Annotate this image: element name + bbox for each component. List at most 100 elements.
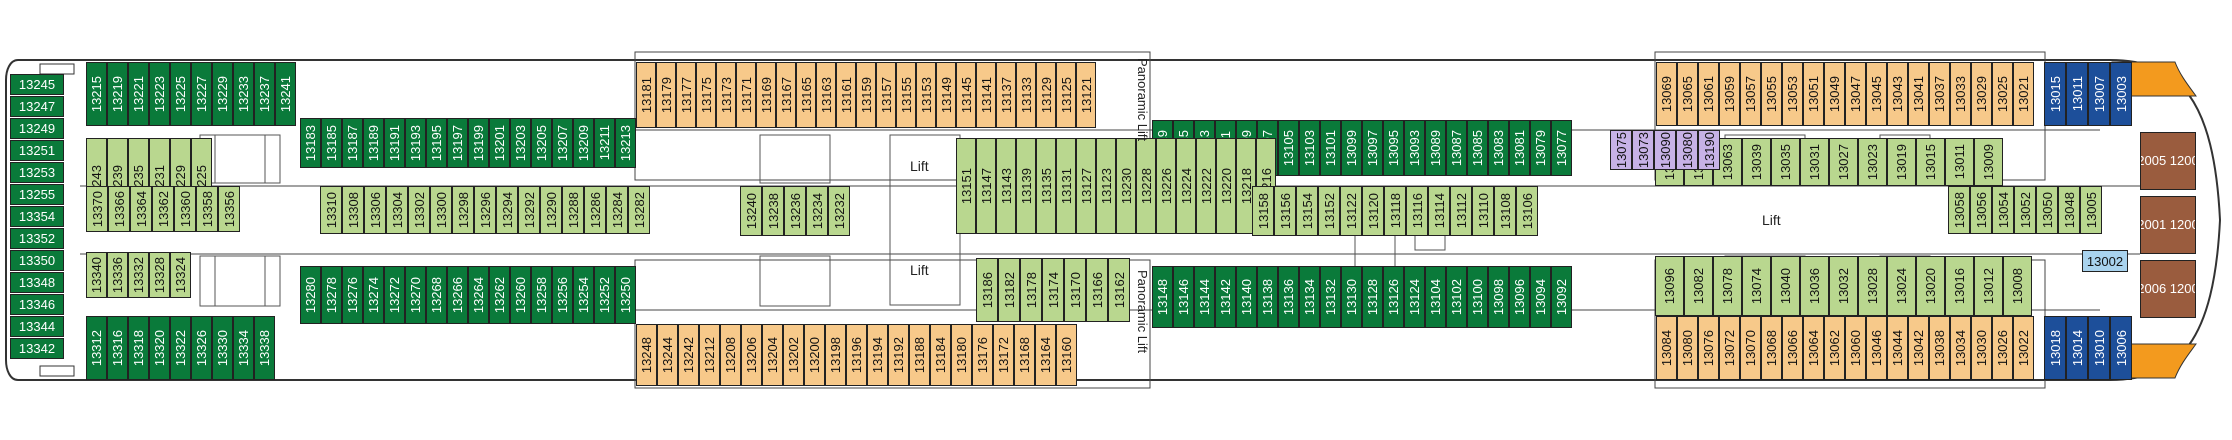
cabin-bot-orange-mid[interactable]: 13204 — [762, 324, 783, 386]
cabin-left-end-inner[interactable]: 13328 — [149, 252, 170, 298]
cabin-bot-blue-right[interactable]: 13006 — [2110, 316, 2132, 380]
cabin-top-green-mid[interactable]: 13083 — [1488, 120, 1509, 176]
cabin-top-orange-right[interactable]: 13033 — [1950, 62, 1971, 126]
cabin-mid-bottom-lg[interactable]: 13170 — [1064, 258, 1086, 322]
cabin-bot-green-mid[interactable]: 13134 — [1299, 266, 1320, 328]
cabin-left-end[interactable]: 13342 — [10, 338, 64, 359]
cabin-bot-orange-right[interactable]: 13042 — [1908, 316, 1929, 380]
cabin-mid-lightgreen-e[interactable]: 13151 — [956, 138, 976, 234]
cabin-bot-orange-mid[interactable]: 13188 — [909, 324, 930, 386]
cabin-bot-inner-left[interactable]: 13254 — [573, 266, 594, 324]
cabin-special[interactable]: 13075 — [1610, 130, 1632, 170]
cabin-left-end[interactable]: 13253 — [10, 162, 64, 183]
cabin-bot-orange-mid[interactable]: 13208 — [720, 324, 741, 386]
cabin-right-lightblue-mid[interactable]: 13002 — [2082, 250, 2128, 272]
cabin-mid-lightgreen-d[interactable]: 13238 — [762, 186, 784, 236]
cabin-bot-orange-mid[interactable]: 13180 — [951, 324, 972, 386]
cabin-bot-orange-mid[interactable]: 13242 — [678, 324, 699, 386]
cabin-top-inner-left[interactable]: 13209 — [573, 118, 594, 168]
cabin-bot-lightgreen-right[interactable]: 13008 — [2003, 256, 2032, 316]
cabin-right-brown[interactable]: 12001 12004 — [2140, 196, 2196, 254]
cabin-mid-lightgreen-left-b[interactable]: 13362 — [152, 186, 174, 232]
cabin-mid-lightgreen-d[interactable]: 13236 — [784, 186, 806, 236]
cabin-mid-lightgreen-c[interactable]: 13286 — [584, 186, 606, 234]
cabin-right-brown[interactable]: 12006 12008 — [2140, 260, 2196, 318]
cabin-bot-outer-left[interactable]: 13322 — [170, 316, 191, 380]
cabin-top-orange-right[interactable]: 13041 — [1908, 62, 1929, 126]
cabin-top-inner-left[interactable]: 13183 — [300, 118, 321, 168]
cabin-top-outer-left[interactable]: 13225 — [170, 62, 191, 126]
cabin-right-brown[interactable]: 12005 12003 — [2140, 132, 2196, 190]
cabin-bot-inner-left[interactable]: 13280 — [300, 266, 321, 324]
cabin-bot-orange-right[interactable]: 13066 — [1782, 316, 1803, 380]
cabin-mid-lightgreen-e[interactable]: 13123 — [1096, 138, 1116, 234]
cabin-mid-lightgreen-c[interactable]: 13284 — [606, 186, 628, 234]
cabin-top-green-mid[interactable]: 13099 — [1341, 120, 1362, 176]
cabin-top-orange-mid[interactable]: 13161 — [836, 62, 856, 128]
cabin-bot-inner-left[interactable]: 13260 — [510, 266, 531, 324]
cabin-bot-lightgreen-right[interactable]: 13016 — [1945, 256, 1974, 316]
cabin-top-outer-left[interactable]: 13229 — [212, 62, 233, 126]
cabin-bot-orange-mid[interactable]: 13176 — [972, 324, 993, 386]
cabin-mid-lightgreen-h[interactable]: 13048 — [2058, 186, 2080, 234]
cabin-mid-lightgreen-e[interactable]: 13226 — [1156, 138, 1176, 234]
cabin-top-inner-left[interactable]: 13189 — [363, 118, 384, 168]
cabin-special[interactable]: 13090 — [1654, 130, 1676, 170]
cabin-mid-lightgreen-f[interactable]: 13108 — [1494, 186, 1516, 236]
cabin-mid-lightgreen-c[interactable]: 13298 — [452, 186, 474, 234]
cabin-mid-lightgreen-g[interactable]: 13015 — [1916, 138, 1945, 186]
cabin-left-end-inner[interactable]: 13332 — [128, 252, 149, 298]
cabin-top-orange-right[interactable]: 13037 — [1929, 62, 1950, 126]
cabin-mid-lightgreen-e[interactable]: 13228 — [1136, 138, 1156, 234]
cabin-bot-green-mid[interactable]: 13140 — [1236, 266, 1257, 328]
cabin-top-inner-left[interactable]: 13213 — [615, 118, 636, 168]
cabin-left-end[interactable]: 13255 — [10, 184, 64, 205]
cabin-top-blue-right[interactable]: 13015 — [2044, 62, 2066, 126]
cabin-bot-orange-mid[interactable]: 13164 — [1035, 324, 1056, 386]
cabin-bot-inner-left[interactable]: 13250 — [615, 266, 636, 324]
cabin-bot-orange-right[interactable]: 13060 — [1845, 316, 1866, 380]
cabin-bot-blue-right[interactable]: 13014 — [2066, 316, 2088, 380]
cabin-mid-bottom-lg[interactable]: 13186 — [976, 258, 998, 322]
cabin-bot-orange-right[interactable]: 13072 — [1719, 316, 1740, 380]
cabin-top-inner-left[interactable]: 13191 — [384, 118, 405, 168]
cabin-bot-orange-mid[interactable]: 13194 — [867, 324, 888, 386]
cabin-bot-outer-left[interactable]: 13320 — [149, 316, 170, 380]
cabin-mid-lightgreen-f[interactable]: 13158 — [1252, 186, 1274, 236]
cabin-top-orange-mid[interactable]: 13155 — [896, 62, 916, 128]
cabin-top-orange-right[interactable]: 13059 — [1719, 62, 1740, 126]
cabin-bot-orange-right[interactable]: 13044 — [1887, 316, 1908, 380]
cabin-mid-lightgreen-d[interactable]: 13234 — [806, 186, 828, 236]
cabin-mid-lightgreen-c[interactable]: 13292 — [518, 186, 540, 234]
cabin-top-orange-right[interactable]: 13057 — [1740, 62, 1761, 126]
cabin-bot-green-mid[interactable]: 13092 — [1551, 266, 1572, 328]
cabin-bot-lightgreen-right[interactable]: 13020 — [1916, 256, 1945, 316]
cabin-mid-lightgreen-e[interactable]: 13139 — [1016, 138, 1036, 234]
cabin-bot-orange-right[interactable]: 13026 — [1992, 316, 2013, 380]
cabin-top-orange-right[interactable]: 13053 — [1782, 62, 1803, 126]
cabin-mid-lightgreen-c[interactable]: 13304 — [386, 186, 408, 234]
cabin-bot-lightgreen-right[interactable]: 13040 — [1771, 256, 1800, 316]
cabin-top-green-mid[interactable]: 13077 — [1551, 120, 1572, 176]
cabin-mid-lightgreen-g[interactable]: 13035 — [1771, 138, 1800, 186]
cabin-top-inner-left[interactable]: 13199 — [468, 118, 489, 168]
cabin-top-inner-left[interactable]: 13211 — [594, 118, 615, 168]
cabin-bot-inner-left[interactable]: 13256 — [552, 266, 573, 324]
cabin-mid-lightgreen-g[interactable]: 13009 — [1974, 138, 2003, 186]
cabin-top-green-mid[interactable]: 13079 — [1530, 120, 1551, 176]
cabin-top-orange-right[interactable]: 13029 — [1971, 62, 1992, 126]
cabin-left-end-inner[interactable]: 13324 — [170, 252, 191, 298]
cabin-top-orange-mid[interactable]: 13173 — [716, 62, 736, 128]
cabin-bot-lightgreen-right[interactable]: 13032 — [1829, 256, 1858, 316]
cabin-top-orange-mid[interactable]: 13145 — [956, 62, 976, 128]
cabin-mid-lightgreen-f[interactable]: 13114 — [1428, 186, 1450, 236]
cabin-bot-green-mid[interactable]: 13132 — [1320, 266, 1341, 328]
cabin-top-outer-left[interactable]: 13241 — [275, 62, 296, 126]
cabin-bot-orange-mid[interactable]: 13160 — [1056, 324, 1077, 386]
cabin-mid-lightgreen-e[interactable]: 13127 — [1076, 138, 1096, 234]
cabin-mid-bottom-lg[interactable]: 13178 — [1020, 258, 1042, 322]
cabin-top-orange-mid[interactable]: 13141 — [976, 62, 996, 128]
cabin-mid-lightgreen-c[interactable]: 13300 — [430, 186, 452, 234]
cabin-top-orange-right[interactable]: 13061 — [1698, 62, 1719, 126]
cabin-mid-lightgreen-h[interactable]: 13056 — [1970, 186, 1992, 234]
